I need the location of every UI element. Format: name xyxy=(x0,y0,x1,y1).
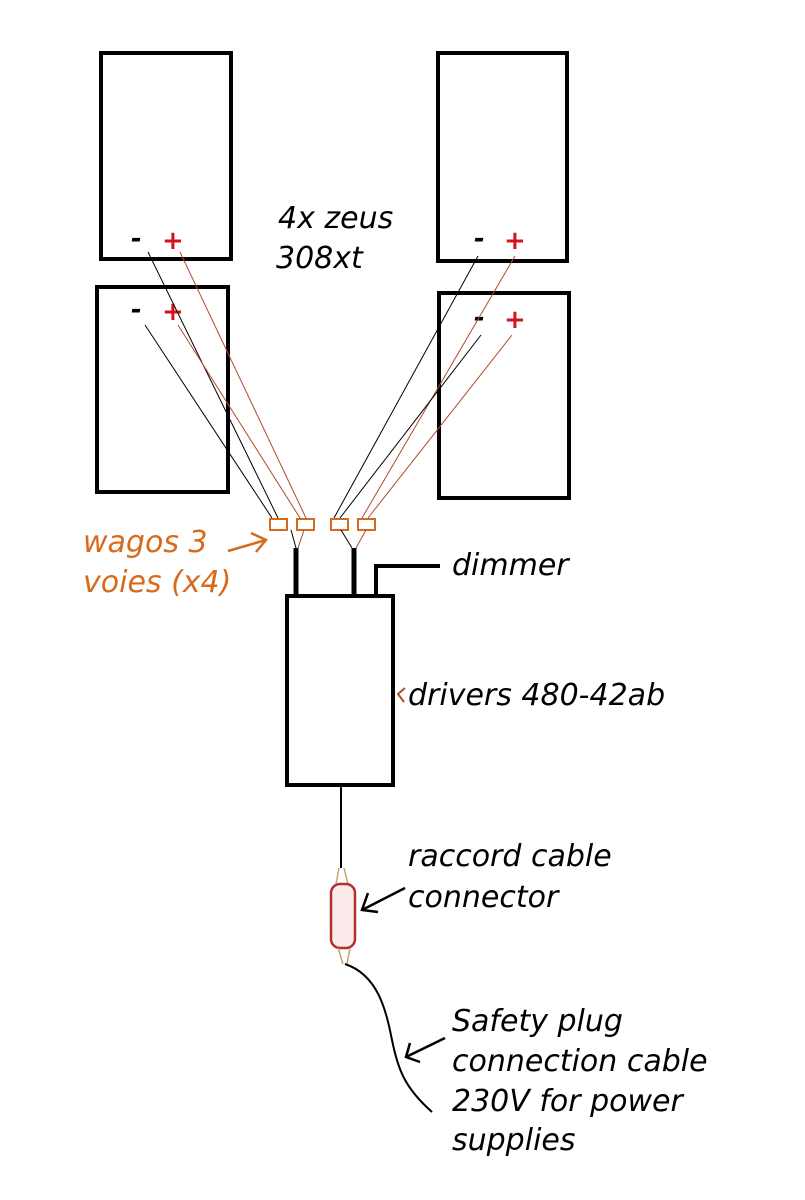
wire-black xyxy=(147,251,279,519)
dimmer-cable xyxy=(374,564,440,596)
plug-label-line1: Safety plug xyxy=(452,1004,623,1039)
wago-leads xyxy=(290,529,367,549)
wago-connector-1 xyxy=(269,518,288,531)
plug-label-line2: connection cable xyxy=(452,1044,708,1079)
drivers-box xyxy=(285,594,395,787)
wire-black xyxy=(144,324,273,519)
panel-3-minus-sign: - xyxy=(474,224,485,254)
dimmer-label: dimmer xyxy=(452,548,570,583)
led-panel-bottom-left xyxy=(95,285,230,494)
wire-black xyxy=(339,334,482,519)
wire-red xyxy=(177,324,301,519)
wire-red xyxy=(361,255,516,519)
cable-connector xyxy=(329,882,357,950)
connector-label-line1: raccord cable xyxy=(408,839,612,874)
drivers-label: drivers 480-42ab xyxy=(408,678,665,713)
connector-arrow xyxy=(360,886,406,914)
wagos-label-line1: wagos 3 xyxy=(83,525,208,560)
plug-arrow xyxy=(404,1036,446,1064)
wagos-arrow xyxy=(227,531,268,553)
led-panel-top-left xyxy=(99,51,233,261)
led-panel-top-right xyxy=(436,51,569,263)
panel-4-minus-sign: - xyxy=(474,303,485,333)
panel-wires xyxy=(144,251,516,519)
power-cable xyxy=(344,963,433,1113)
plug-label-line3: 230V for power xyxy=(452,1084,684,1119)
panel-1-minus-sign: - xyxy=(131,224,142,254)
drivers-arrow xyxy=(396,687,406,703)
wago-connector-2 xyxy=(296,518,315,531)
panel-2-minus-sign: - xyxy=(131,295,142,325)
wago-connector-4 xyxy=(357,518,376,531)
wago-connector-3 xyxy=(330,518,349,531)
panels-label-line2: 308xt xyxy=(276,241,364,276)
panel-3-plus-sign: + xyxy=(504,226,526,256)
panels-label-line1: 4x zeus xyxy=(278,201,393,236)
plug-label-line4: supplies xyxy=(452,1123,576,1158)
led-panel-bottom-right xyxy=(437,291,571,500)
connector-label-line2: connector xyxy=(408,880,560,915)
panel-2-plus-sign: + xyxy=(162,297,184,327)
wire-black xyxy=(333,255,479,519)
wire-red xyxy=(367,334,513,519)
wire-red xyxy=(179,251,307,519)
panel-4-plus-sign: + xyxy=(504,305,526,335)
wagos-label-line2: voies (x4) xyxy=(83,565,231,600)
panel-1-plus-sign: + xyxy=(162,226,184,256)
